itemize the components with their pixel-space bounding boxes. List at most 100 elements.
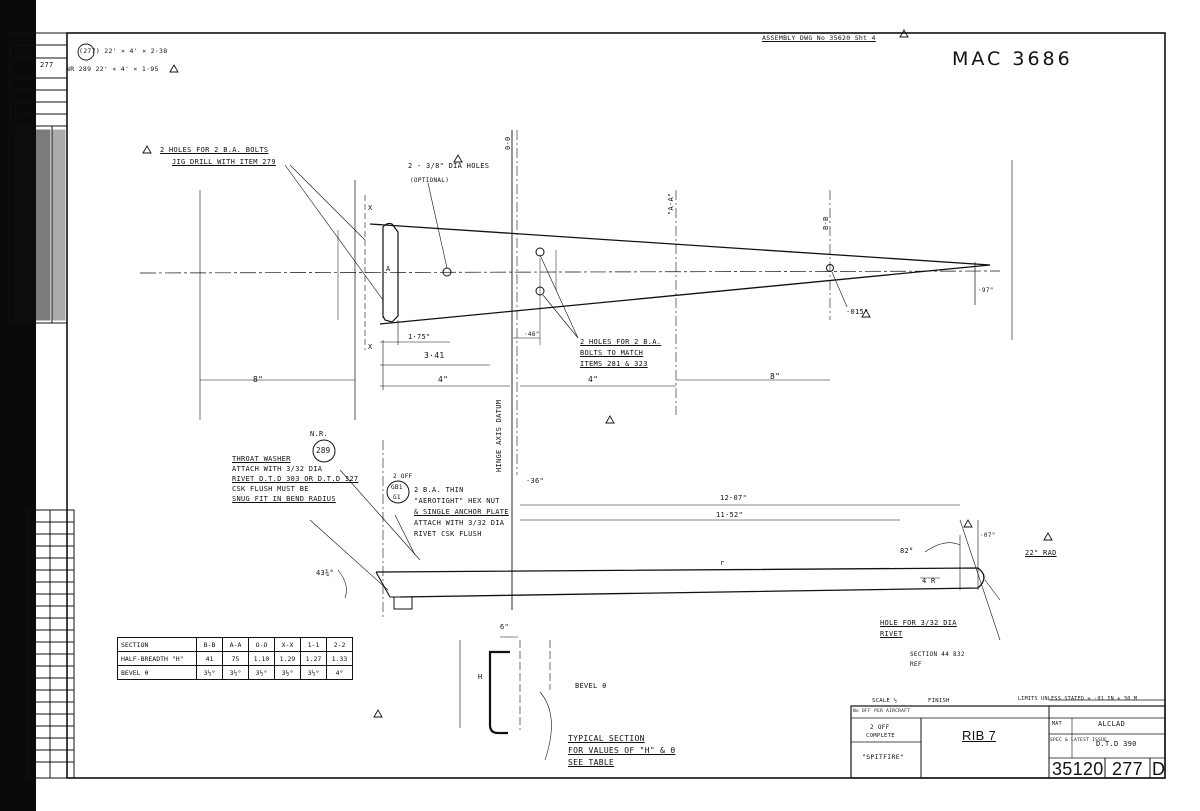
table-header-cell: B-B bbox=[196, 637, 223, 652]
strip-text-1: 35120 bbox=[14, 49, 34, 56]
table-header-cell: SECTION bbox=[117, 637, 197, 652]
dim-1152: 11·52" bbox=[716, 511, 744, 519]
note-ba-thin: 2 B.A. THIN bbox=[414, 486, 464, 494]
dim-x-top: X bbox=[368, 204, 373, 212]
tb-aircraft: "SPITFIRE" bbox=[862, 753, 905, 761]
dim-x-bot: X bbox=[368, 343, 373, 351]
dim-r: r bbox=[720, 559, 725, 567]
dim-07: ·07" bbox=[980, 532, 996, 539]
dim-a: A bbox=[386, 265, 391, 273]
note-holes-bottom-2: BOLTS TO MATCH bbox=[580, 349, 644, 357]
dim-8b: 8" bbox=[770, 372, 781, 381]
table-cell: 3½° bbox=[222, 665, 249, 680]
note-anchor-plate: & SINGLE ANCHOR PLATE bbox=[414, 508, 509, 516]
rib-plan-view bbox=[139, 130, 1013, 490]
typical-section bbox=[459, 636, 552, 761]
table-cell: HALF-BREADTH "H" bbox=[117, 651, 197, 666]
strip-text-4: A bbox=[14, 115, 19, 123]
note-rivet-csk: RIVET CSK FLUSH bbox=[414, 530, 482, 538]
note-typical-section: TYPICAL SECTION bbox=[568, 734, 645, 743]
note-rivet-spec: RIVET D.T.D 303 OR D.T.D 327 bbox=[232, 475, 359, 483]
dim-4b: 4" bbox=[588, 375, 599, 384]
dim-station-00: 0-0 bbox=[504, 136, 512, 150]
tb-item-no: 277 bbox=[1112, 759, 1143, 779]
dim-1207: 12·07" bbox=[720, 494, 748, 502]
section-table: SECTION B-B A-A O-O X-X 1-1 2-2 HALF-BRE… bbox=[117, 637, 353, 680]
item-circle-gb1 bbox=[386, 480, 410, 504]
table-header-cell: O-O bbox=[248, 637, 275, 652]
note-lightening-holes: 2 - 3/8" DIA HOLES bbox=[408, 162, 490, 170]
dim-4a: 4" bbox=[438, 375, 449, 384]
strip-text-2: 277 bbox=[40, 61, 54, 69]
table-cell: 1.29 bbox=[274, 651, 301, 666]
left-strip bbox=[9, 32, 75, 779]
table-cell: 3½° bbox=[196, 665, 223, 680]
table-cell: 75 bbox=[222, 651, 249, 666]
note-hole-rivet-2: RIVET bbox=[880, 630, 903, 638]
tb-no-off: No OFF PER AIRCRAFT bbox=[853, 709, 911, 714]
assembly-reference: ASSEMBLY DWG No 35620 Sht 4 bbox=[762, 34, 876, 42]
table-header-cell: A-A bbox=[222, 637, 249, 652]
table-cell: 1.10 bbox=[248, 651, 275, 666]
item-ref-1: (277) 22' × 4' × 2·38 bbox=[79, 47, 168, 55]
note-two-off: 2 OFF bbox=[393, 473, 413, 480]
tb-scale: SCALE ½ bbox=[872, 698, 898, 704]
item-circle-277 bbox=[77, 43, 95, 61]
rib-side-view bbox=[309, 440, 1001, 641]
note-section-ref-2: REF bbox=[910, 661, 922, 668]
tb-spec: D.T.D 390 bbox=[1096, 740, 1137, 748]
dim-341: 3·41 bbox=[424, 351, 445, 360]
dim-015: ·015" bbox=[846, 308, 869, 316]
mac-number: MAC 3686 bbox=[952, 48, 1073, 70]
tb-material: ALCLAD bbox=[1098, 720, 1126, 728]
table-cell: 3½° bbox=[248, 665, 275, 680]
dim-175: 1·75" bbox=[408, 333, 431, 341]
table-header-row: SECTION B-B A-A O-O X-X 1-1 2-2 bbox=[117, 637, 353, 652]
note-hinge-axis: HINGE AXIS DATUM bbox=[495, 399, 503, 472]
dim-station-aa: "A-A" bbox=[667, 192, 675, 215]
item-ref-2: NR 289 22' × 4' × 1·95 bbox=[66, 65, 159, 73]
table-cell: 3½° bbox=[300, 665, 327, 680]
note-hole-rivet: HOLE FOR 3/32 DIA bbox=[880, 619, 957, 627]
dim-station-bb: B-B bbox=[822, 216, 830, 230]
tb-title: RIB 7 bbox=[962, 728, 997, 743]
strip-text-3: C bbox=[14, 103, 19, 111]
note-throat-washer: THROAT WASHER bbox=[232, 455, 291, 463]
throat-washer-item: 289 bbox=[316, 446, 331, 455]
table-cell: 4° bbox=[326, 665, 353, 680]
dim-82: 82° bbox=[900, 547, 914, 555]
dim-4r: 4 R bbox=[922, 577, 936, 585]
table-cell: BEVEL θ bbox=[117, 665, 197, 680]
table-cell: 41 bbox=[196, 651, 223, 666]
note-holes-top-2: JIG DRILL WITH ITEM 279 bbox=[172, 158, 276, 166]
note-attach-rivet: ATTACH WITH 3/32 DIA bbox=[232, 465, 323, 473]
dim-8a: 8" bbox=[253, 375, 264, 384]
note-optional: (OPTIONAL) bbox=[410, 177, 450, 184]
note-holes-top: 2 HOLES FOR 2 B.A. BOLTS bbox=[160, 146, 269, 154]
note-csk-flush: CSK FLUSH MUST BE bbox=[232, 485, 309, 493]
note-see-table: SEE TABLE bbox=[568, 758, 615, 767]
note-holes-bottom: 2 HOLES FOR 2 B.A. bbox=[580, 338, 662, 346]
table-cell: 1.27 bbox=[300, 651, 327, 666]
table-header-cell: 1-1 bbox=[300, 637, 327, 652]
note-holes-bottom-3: ITEMS 281 & 323 bbox=[580, 360, 648, 368]
tb-limits: LIMITS UNLESS STATED ± ·01 IN ± 30 M bbox=[1018, 696, 1138, 702]
revision-marks bbox=[142, 29, 1053, 718]
sheet-border bbox=[66, 32, 1166, 779]
note-section-ref: SECTION 44 832 bbox=[910, 651, 965, 658]
note-bevel: BEVEL θ bbox=[575, 682, 607, 690]
table-cell: 3½° bbox=[274, 665, 301, 680]
tb-issue: D bbox=[1152, 759, 1166, 779]
dim-h: H bbox=[478, 673, 483, 681]
note-snug-fit: SNUG FIT IN BEND RADIUS bbox=[232, 495, 336, 503]
table-header-cell: 2-2 bbox=[326, 637, 353, 652]
note-g1: G1 bbox=[393, 494, 401, 501]
table-row: BEVEL θ 3½° 3½° 3½° 3½° 3½° 4° bbox=[117, 665, 353, 680]
note-anchor-nut: "AEROTIGHT" HEX NUT bbox=[414, 497, 500, 505]
tb-material-label: MAT bbox=[1052, 721, 1062, 727]
table-cell: 1.33 bbox=[326, 651, 353, 666]
dim-43: 43¾° bbox=[316, 569, 335, 577]
tb-finish: FINISH bbox=[928, 698, 950, 704]
dim-97: ·97" bbox=[978, 287, 994, 294]
